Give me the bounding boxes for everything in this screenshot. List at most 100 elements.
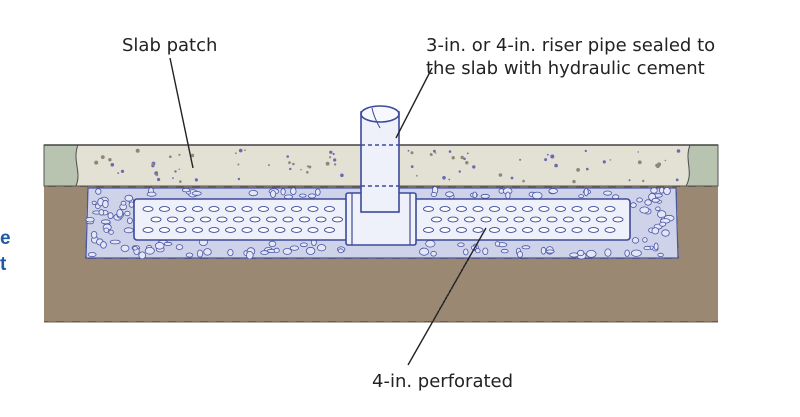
concrete-specks — [94, 148, 681, 184]
concrete-speck — [584, 149, 587, 153]
gravel-stone — [144, 247, 155, 255]
perforation-hole — [439, 206, 451, 212]
gravel-stone — [624, 249, 630, 257]
concrete-speck — [238, 148, 243, 153]
perforation-hole — [159, 227, 170, 233]
concrete-speck — [415, 174, 418, 177]
gravel-stone — [146, 191, 157, 197]
gravel-stone — [659, 221, 667, 227]
concrete-speck — [108, 158, 112, 162]
gravel-stone — [651, 197, 660, 203]
gravel-stone — [107, 212, 114, 220]
gravel-stone — [577, 249, 585, 257]
concrete-speck — [664, 159, 667, 162]
perforation-hole — [175, 227, 187, 233]
perforation-hole — [175, 206, 187, 212]
concrete-speck — [434, 152, 437, 154]
gravel-stone — [299, 242, 308, 248]
perforation-hole — [588, 206, 599, 212]
gravel-stone — [316, 244, 327, 252]
gravel-stone — [126, 217, 133, 225]
concrete-speck — [169, 155, 172, 158]
gravel-stone — [636, 197, 643, 203]
gravel-stone — [282, 247, 292, 255]
concrete-speck — [120, 169, 125, 173]
riser-pipe-top — [360, 105, 400, 123]
perforation-hole — [291, 227, 302, 233]
concrete-speck — [340, 173, 344, 178]
perforation-hole — [472, 206, 484, 212]
perforation-hole — [225, 206, 236, 212]
gravel-stone — [569, 252, 579, 258]
perforation-hole — [192, 227, 203, 233]
gravel-stone — [430, 192, 438, 197]
perforation-hole — [274, 227, 286, 233]
concrete-speck — [458, 170, 461, 173]
gravel-stone — [270, 190, 277, 198]
gravel-stone — [123, 227, 134, 234]
gravel-stone — [185, 252, 194, 258]
concrete-speck — [637, 160, 642, 165]
concrete-speck — [448, 150, 452, 153]
perforation-hole — [555, 206, 566, 212]
label-riser-pipe-line1: 3-in. or 4-in. riser pipe sealed to — [426, 35, 716, 56]
concrete-speck — [178, 168, 180, 170]
gravel-stone — [475, 248, 481, 254]
gravel-stone — [100, 241, 107, 249]
perforation-hole — [505, 227, 517, 233]
concrete-speck — [546, 153, 549, 156]
gravel-stone — [521, 245, 531, 250]
gravel-stone — [457, 242, 465, 247]
perforation-hole — [431, 216, 442, 223]
label-perforated-pipe: 4-in. perforated — [372, 371, 514, 392]
gravel-stone — [154, 242, 165, 250]
gravel-stone — [175, 244, 184, 251]
perforation-hole — [588, 227, 599, 233]
gravel-stone — [163, 241, 173, 246]
gravel-stone — [630, 202, 637, 208]
concrete-speck — [179, 180, 182, 183]
perforation-hole — [423, 227, 434, 233]
gravel-stone — [425, 239, 436, 248]
perforation-hole — [456, 227, 467, 233]
concrete-speck — [442, 176, 446, 180]
perforation-hole — [142, 206, 154, 212]
perforation-hole — [167, 216, 178, 223]
perforation-hole — [324, 206, 335, 212]
gravel-stone — [500, 248, 509, 254]
gravel-stone — [191, 191, 202, 196]
riser-pipe — [360, 111, 400, 213]
gravel-stone — [472, 191, 478, 199]
leader-perforated-pipe — [407, 227, 487, 366]
concrete-speck — [94, 160, 99, 165]
concrete-speck — [155, 173, 159, 177]
concrete-speck — [329, 156, 332, 159]
cropped-edge-text-line2: t — [0, 254, 7, 275]
gravel-stone — [643, 245, 651, 251]
gravel-stone — [540, 246, 547, 255]
gravel-stone — [103, 227, 110, 233]
gravel-stone — [246, 250, 254, 260]
gravel-stone — [90, 231, 98, 239]
concrete-speck — [100, 155, 105, 160]
perforation-hole — [456, 206, 467, 212]
gravel-stone — [463, 248, 469, 256]
gravel-stone — [548, 188, 558, 194]
gravel-stone — [85, 216, 95, 223]
label-riser-pipe-line2: the slab with hydraulic cement — [426, 58, 705, 79]
concrete-speck — [448, 178, 451, 181]
concrete-speck — [460, 155, 464, 160]
concrete-speck — [237, 177, 241, 181]
perforation-hole — [538, 227, 550, 233]
perforation-hole — [183, 216, 195, 223]
label-riser-pipe: 3-in. or 4-in. riser pipe sealed to the … — [426, 34, 715, 80]
gravel-stone — [124, 210, 131, 217]
perforation-hole — [299, 216, 310, 223]
existing-slab-left — [43, 144, 79, 187]
concrete-speck — [465, 161, 469, 165]
concrete-speck — [602, 160, 606, 164]
concrete-speck — [300, 168, 302, 171]
concrete-speck — [306, 165, 309, 168]
